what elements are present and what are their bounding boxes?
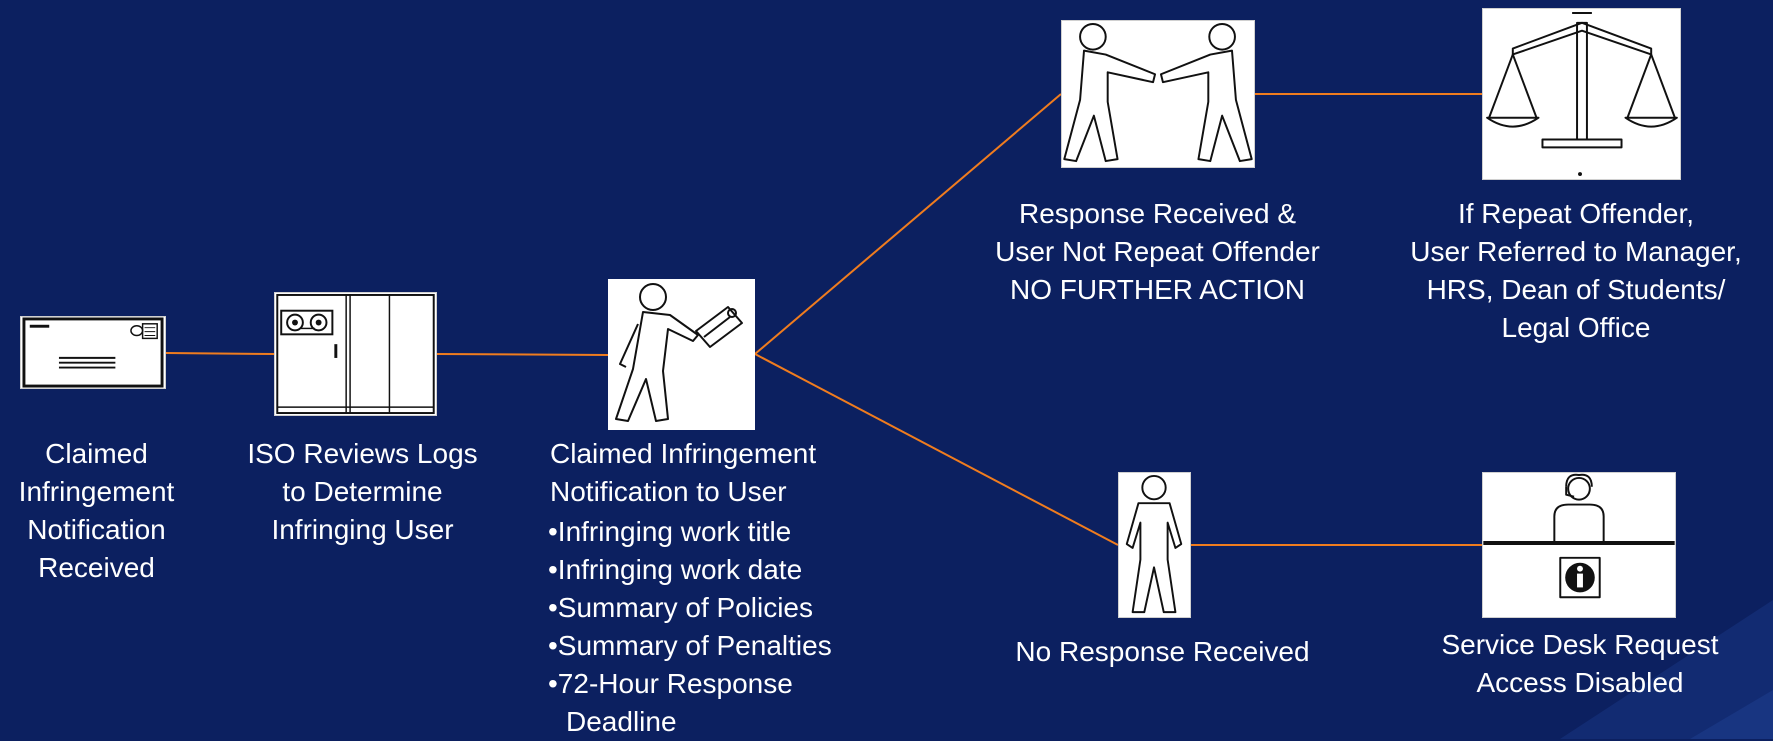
user-notification-label: Claimed Infringement Notification to Use… xyxy=(550,435,850,511)
label-line: User Not Repeat Offender xyxy=(995,236,1320,267)
label-line: Claimed Infringement xyxy=(550,438,817,469)
label-line: NO FURTHER ACTION xyxy=(1009,274,1306,305)
label-line: If Repeat Offender, xyxy=(1457,198,1695,229)
label-line: User Referred to Manager, xyxy=(1410,236,1742,267)
list-item: •Infringing work title xyxy=(548,516,792,547)
label-line: Infringing User xyxy=(271,514,454,545)
iso-review-label: ISO Reviews Logs to Determine Infringing… xyxy=(225,435,500,549)
repeat-offender-node xyxy=(1482,8,1681,180)
response-received-label: Response Received & User Not Repeat Offe… xyxy=(980,195,1335,309)
list-item: Deadline xyxy=(566,706,677,737)
label-line: Received xyxy=(38,552,155,583)
standing-person-icon xyxy=(1119,474,1190,616)
label-line: Access Disabled xyxy=(1476,667,1684,698)
scales-of-justice-icon xyxy=(1483,9,1680,179)
user-notification-node xyxy=(608,279,755,430)
no-response-node xyxy=(1118,472,1191,618)
service-desk-node xyxy=(1482,472,1676,618)
notification-received-label: Claimed Infringement Notification Receiv… xyxy=(0,435,193,587)
notification-received-node xyxy=(20,316,166,389)
notification-contents-list: •Infringing work title •Infringing work … xyxy=(548,513,888,741)
connector-notification-to-iso xyxy=(165,352,275,355)
service-desk-label: Service Desk Request Access Disabled xyxy=(1400,626,1760,702)
label-line: ISO Reviews Logs xyxy=(247,438,478,469)
connector-iso-to-user-notification xyxy=(436,353,609,356)
label-line: No Response Received xyxy=(1015,636,1310,667)
label-line: Notification xyxy=(27,514,166,545)
response-received-node xyxy=(1061,20,1255,168)
handshake-icon xyxy=(1062,21,1254,167)
help-desk-agent-icon xyxy=(1483,473,1675,617)
label-line: Service Desk Request xyxy=(1441,629,1719,660)
repeat-offender-label: If Repeat Offender, User Referred to Man… xyxy=(1376,195,1773,347)
label-line: to Determine xyxy=(282,476,443,507)
connector-user-notification-to-response xyxy=(754,93,1062,355)
connector-user-notification-to-no-response xyxy=(754,353,1119,546)
server-cabinet-icon xyxy=(276,293,435,415)
list-item: •72-Hour Response xyxy=(548,668,793,699)
list-item: •Summary of Penalties xyxy=(548,630,832,661)
label-line: Response Received & xyxy=(1018,198,1297,229)
label-line: Legal Office xyxy=(1501,312,1651,343)
label-line: Infringement xyxy=(18,476,175,507)
envelope-icon xyxy=(22,317,164,388)
iso-review-node xyxy=(274,292,437,416)
label-line: Claimed xyxy=(45,438,148,469)
mail-carrier-icon xyxy=(608,279,755,430)
list-item: •Summary of Policies xyxy=(548,592,813,623)
label-line: HRS, Dean of Students/ xyxy=(1426,274,1726,305)
label-line: Notification to User xyxy=(550,476,787,507)
list-item: •Infringing work date xyxy=(548,554,803,585)
no-response-label: No Response Received xyxy=(985,633,1340,671)
